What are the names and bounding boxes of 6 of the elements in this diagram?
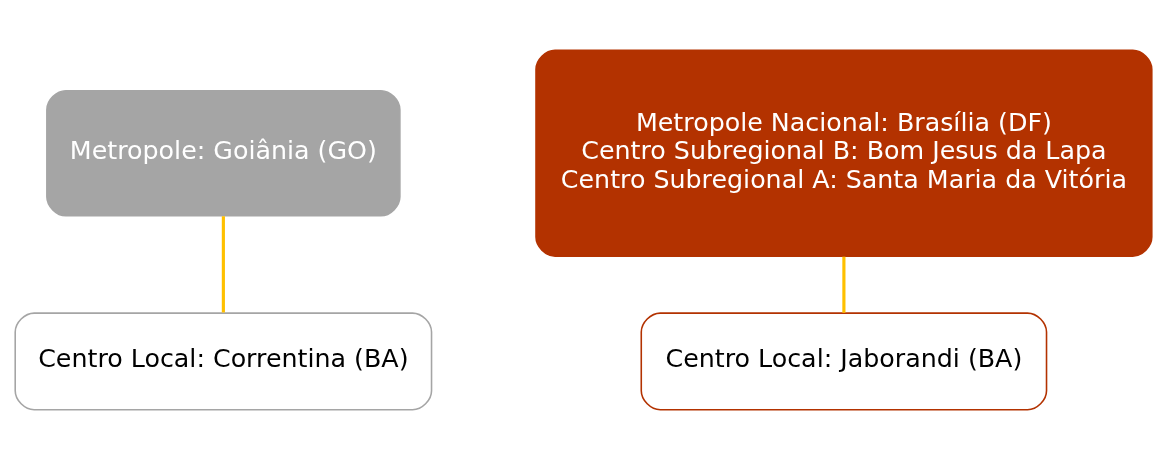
node-box: Centro Local: Correntina (BA) — [14, 311, 433, 410]
connector — [842, 256, 846, 313]
node-box: Metropole Nacional: Brasília (DF) Centro Subregional B: Bom Jesus da Lapa Centro Subregional A: Santa Maria da Vitória — [535, 49, 1153, 257]
connector — [221, 215, 225, 312]
node-box: Metropole: Goiânia (GO) — [46, 89, 401, 217]
node-box: Centro Local: Jaborandi (BA) — [640, 311, 1048, 410]
